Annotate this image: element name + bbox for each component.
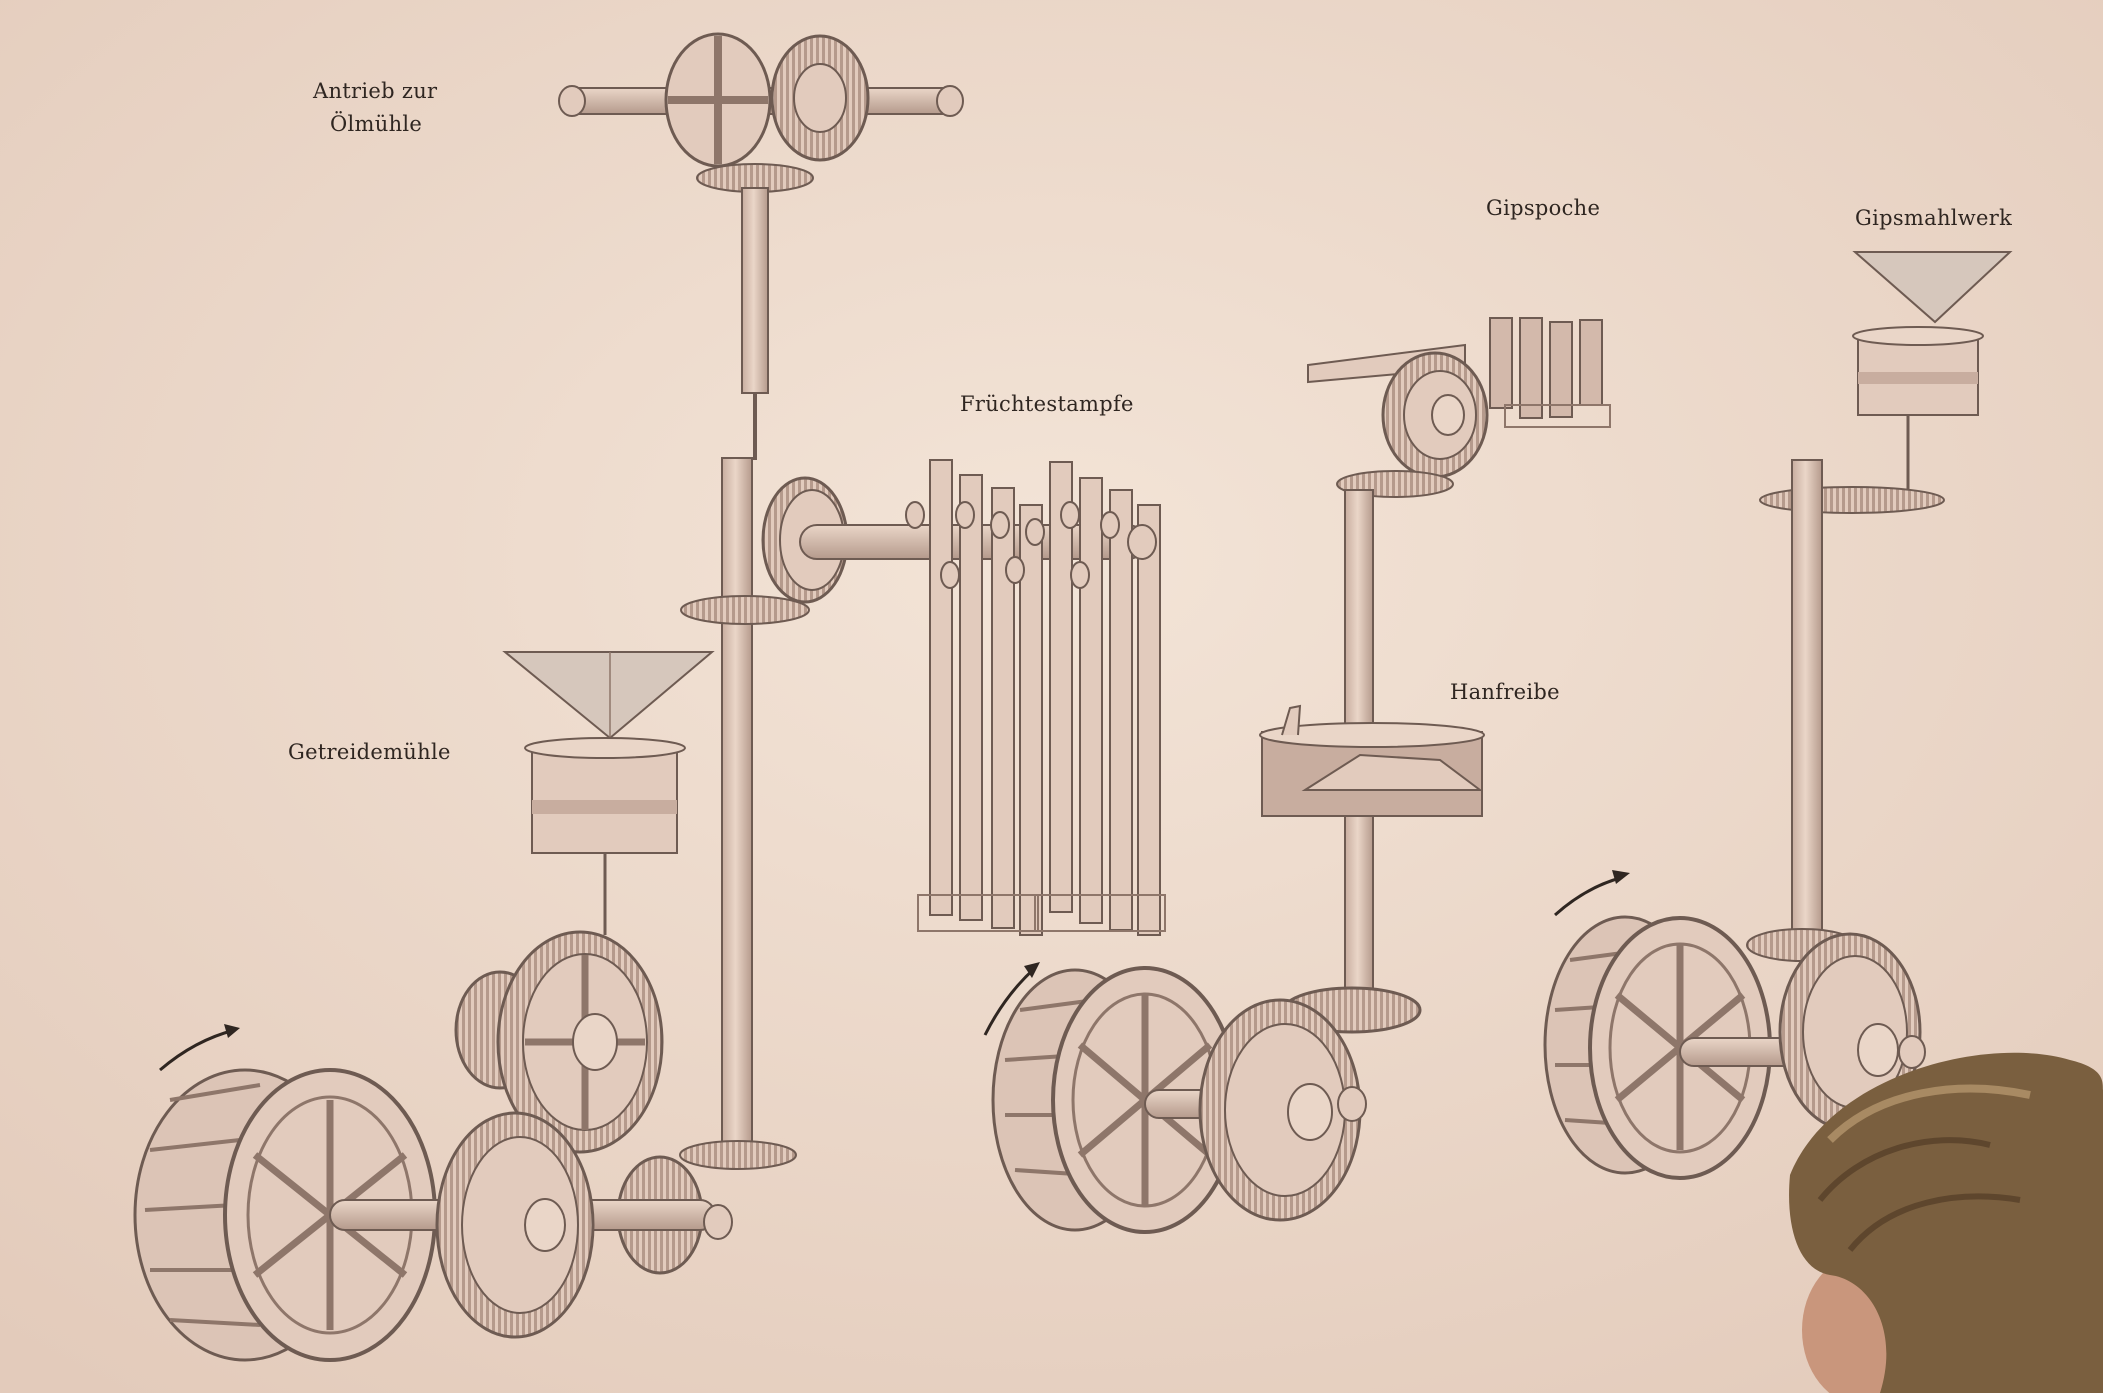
hemp-mill-runner-stone	[1301, 753, 1483, 791]
antrieb-oelmuehle-assembly	[558, 32, 964, 460]
main-vertical-shaft-upper	[741, 187, 769, 394]
gypsum-hammer	[1579, 319, 1603, 406]
visitor-hair-highlight	[1827, 1084, 2031, 1143]
camshaft-end	[1127, 524, 1157, 560]
getreidemuehle-assembly	[133, 651, 797, 1362]
main-shaft-bottom-gear	[679, 1140, 797, 1170]
cam	[955, 501, 975, 529]
visitor-hair-strands	[1817, 1137, 2021, 1252]
paddle	[149, 1138, 241, 1152]
label-gipsmahlwerk: Gipsmahlwerk	[1855, 206, 2012, 230]
stamp-rods	[929, 459, 1161, 936]
gypsum-gear-hub	[1431, 394, 1465, 436]
gypsum-rotation-arrow	[1553, 876, 1621, 917]
label-hanfreibe: Hanfreibe	[1450, 680, 1560, 704]
label-antrieb-line2: Ölmühle	[330, 111, 422, 136]
fruechtestampfe-assembly	[680, 457, 1166, 1149]
stamp-trough	[917, 894, 1039, 932]
stamp-rod	[1137, 504, 1161, 936]
cam	[940, 561, 960, 589]
grain-gear-hub	[572, 1013, 618, 1071]
gypsum-axle-end	[1898, 1035, 1926, 1069]
gypsum-mill-platform-gear	[1759, 486, 1945, 514]
grain-millstone-case	[531, 744, 678, 854]
label-antrieb-line1: Antrieb zur	[312, 79, 438, 103]
grain-axle-end	[703, 1204, 733, 1240]
camshaft-cams	[905, 501, 1120, 589]
cam	[905, 501, 925, 529]
visitor-hair	[1789, 1052, 2103, 1393]
stamp-rod	[1079, 477, 1103, 924]
gypsum-hammer	[1519, 317, 1543, 419]
cam	[1025, 518, 1045, 546]
cam	[1060, 501, 1080, 529]
gypsum-mill-hopper	[1852, 251, 2013, 324]
grain-pit-gear-face	[461, 1136, 579, 1314]
oil-mill-shaft-end-left	[558, 85, 586, 117]
hemp-axle-end	[1337, 1086, 1367, 1122]
gypsum-rotation-arrowhead	[1612, 870, 1630, 884]
hemp-pit-gear-hub	[1287, 1083, 1333, 1141]
stamp-rod	[1109, 489, 1133, 931]
hemp-rotation-arrowhead	[1024, 962, 1040, 978]
main-vertical-shaft-lower	[721, 457, 753, 1149]
label-getreidemuehle: Getreidemühle	[288, 740, 451, 764]
paddle	[169, 1318, 261, 1327]
gypsum-stamp-base	[1504, 404, 1611, 428]
stamp-rod	[1019, 504, 1043, 936]
gypsum-mill-vertical-shaft	[1791, 459, 1823, 936]
grain-millstone-top	[524, 737, 686, 759]
grain-rotation-arrowhead	[224, 1024, 240, 1038]
paddle	[169, 1083, 261, 1102]
diagram-labels: Antrieb zur Ölmühle Früchtestampfe Gipsp…	[288, 79, 2012, 764]
paddle	[144, 1203, 236, 1212]
gipspoche-hanfreibe-assembly	[983, 317, 1611, 1234]
stamp-rod	[929, 459, 953, 916]
stamp-rod	[959, 474, 983, 921]
oil-mill-shaft-end-right	[936, 85, 964, 117]
stamp-rod	[991, 487, 1015, 929]
visitor-head	[1789, 1052, 2103, 1393]
stamp-trough	[1034, 894, 1166, 932]
gypsum-hammer	[1549, 321, 1573, 418]
cam	[1005, 556, 1025, 584]
cam	[990, 511, 1010, 539]
label-fruechtestampfe: Früchtestampfe	[960, 392, 1134, 416]
gypsum-millstone-band	[1858, 372, 1978, 384]
stamp-rod	[1049, 461, 1073, 913]
grain-pit-gear-hub	[524, 1198, 566, 1252]
stamp-troughs	[917, 894, 1166, 932]
gypsum-millstone-top	[1852, 326, 1984, 346]
cam	[1070, 561, 1090, 589]
grain-millstone-band	[532, 800, 677, 814]
grain-hopper	[502, 651, 715, 740]
grain-water-wheel-paddles	[144, 1083, 261, 1327]
oil-mill-crown-gear-hub	[793, 63, 847, 133]
label-gipspoche: Gipspoche	[1486, 196, 1600, 220]
gipsmahlwerk-assembly	[1543, 251, 2013, 1180]
gypsum-stamp-hammers	[1489, 317, 1603, 419]
gypsum-pit-gear-hub	[1857, 1023, 1899, 1077]
gypsum-hammer	[1489, 317, 1513, 409]
hemp-mill-handle	[1281, 704, 1302, 736]
cam	[1100, 511, 1120, 539]
hemp-mill-tub-top	[1259, 722, 1485, 748]
stamp-drive-bevel-gear	[680, 595, 810, 625]
